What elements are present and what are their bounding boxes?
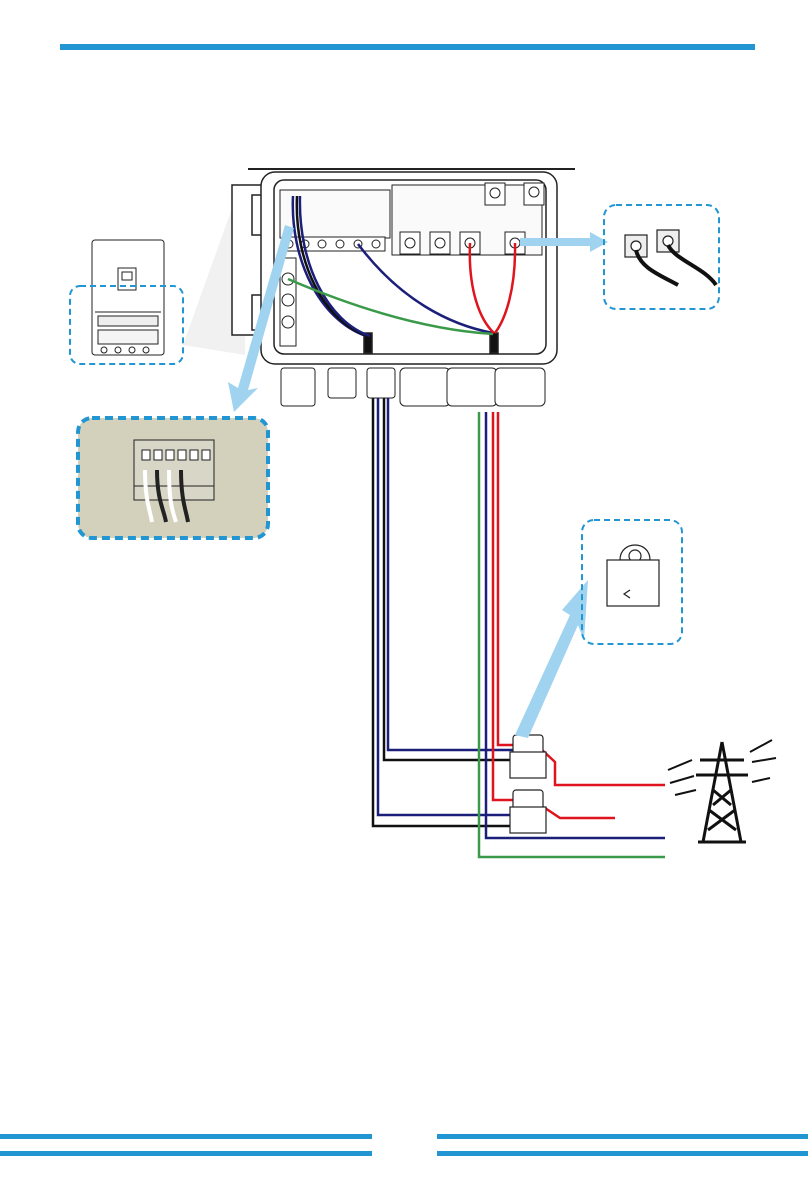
inverter-thumbnail (92, 240, 164, 355)
inverter-wiring-box (232, 169, 575, 406)
ct-pair-callout (604, 205, 719, 309)
power-transmission-tower-icon (668, 740, 776, 842)
ct-detail-arrow (515, 580, 588, 738)
ct-clamp-icon (607, 545, 659, 606)
external-wires (373, 398, 665, 857)
ct-clamp-on-line-2 (510, 790, 546, 833)
footer-bars (0, 1134, 808, 1156)
ct-clamp-on-line-1 (510, 735, 546, 778)
header-bar (60, 44, 755, 50)
ct-clamp-pair-icon (625, 230, 716, 285)
